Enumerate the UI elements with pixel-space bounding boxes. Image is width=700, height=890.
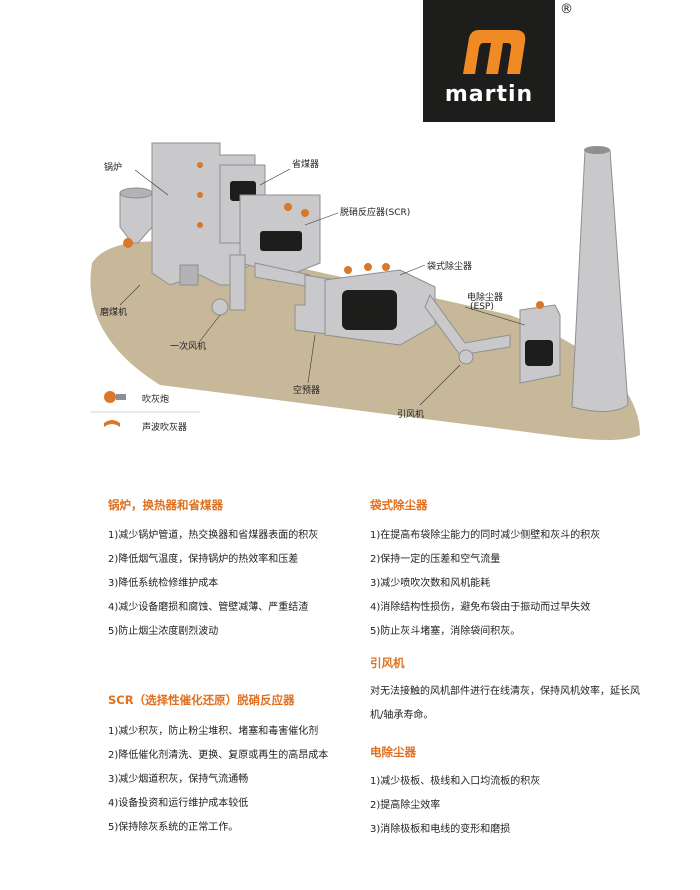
id-fan-description: 对无法接触的风机部件进行在线清灰，保持风机效率，延长风机/轴承寿命。 (370, 686, 640, 721)
boiler-section-title: 锅炉，换热器和省煤器 (108, 498, 223, 512)
label-esp: 电除尘器 (467, 293, 504, 303)
label-mill: 磨煤机 (100, 308, 128, 318)
list-item: 2)降低催化剂清洗、更换、复原或再生的高昂成本 (108, 750, 329, 761)
label-esp-abbr: (ESP) (470, 302, 494, 312)
list-item: 4)设备投资和运行维护成本较低 (108, 798, 249, 809)
scr-section-title: SCR（选择性催化还原）脱硝反应器 (108, 693, 295, 707)
label-primary-fan: 一次风机 (170, 342, 207, 352)
legend-soot-blower: 吹灰炮 (142, 395, 170, 405)
list-item: 3)降低系统检修维护成本 (108, 578, 219, 589)
list-item: 2)提高除尘效率 (370, 800, 441, 811)
label-id-fan: 引风机 (397, 410, 425, 420)
boiler-benefits-list: 1)减少锅炉管道，热交换器和省煤器表面的积灰 2)降低烟气温度，保持锅炉的热效率… (108, 524, 318, 644)
registered-mark: ® (560, 2, 573, 17)
list-item: 1)在提高布袋除尘能力的同时减少侧壁和灰斗的积灰 (370, 530, 601, 541)
legend-sonic-horn: 声波吹灰器 (142, 423, 188, 433)
chimney-top (584, 146, 610, 154)
list-item: 1)减少锅炉管道，热交换器和省煤器表面的积灰 (108, 530, 319, 541)
esp-benefits-list: 1)减少极板、极线和入口均流板的积灰 2)提高除尘效率 3)消除极板和电线的变形… (370, 770, 540, 842)
list-item: 1)减少积灰，防止粉尘堆积、堵塞和毒害催化剂 (108, 726, 319, 737)
list-item: 5)防止灰斗堵塞，消除袋间积灰。 (370, 626, 521, 637)
id-fan-wheel (458, 349, 474, 365)
label-baghouse: 袋式除尘器 (427, 262, 473, 272)
list-item: 1)减少极板、极线和入口均流板的积灰 (370, 776, 541, 787)
plant-diagram: 锅炉 省煤器 脱硝反应器(SCR) 袋式除尘器 电除尘器 (ESP) 磨煤机 一… (80, 135, 650, 455)
soot-blower-legend-icon (104, 391, 116, 403)
sonic-horn-legend-icon (104, 420, 120, 427)
label-scr: 脱硝反应器(SCR) (340, 208, 411, 218)
label-air-preheater: 空预器 (293, 386, 321, 396)
baghouse-benefits-list: 1)在提高布袋除尘能力的同时减少侧壁和灰斗的积灰 2)保持一定的压差和空气流量 … (370, 524, 600, 644)
list-item: 5)防止烟尘浓度剧烈波动 (108, 626, 219, 637)
list-item: 5)保持除灰系统的正常工作。 (108, 822, 239, 833)
scr-catalyst (260, 231, 302, 251)
list-item: 2)保持一定的压差和空气流量 (370, 554, 501, 565)
label-boiler: 锅炉 (104, 163, 123, 173)
list-item: 3)减少烟道积灰，保持气流通畅 (108, 774, 249, 785)
list-item: 3)消除极板和电线的变形和磨损 (370, 824, 511, 835)
label-economizer: 省煤器 (292, 160, 320, 170)
baghouse-bags (342, 290, 397, 330)
coal-hopper (119, 192, 153, 244)
list-item: 4)消除结构性损伤，避免布袋由于振动而过早失效 (370, 602, 591, 613)
plant-illustration (90, 142, 640, 440)
martin-logo: martin (423, 0, 555, 122)
list-item: 2)降低烟气温度，保持锅炉的热效率和压差 (108, 554, 299, 565)
baghouse-section-title: 袋式除尘器 (370, 498, 428, 512)
esp-section-title: 电除尘器 (370, 745, 416, 759)
id-duct (424, 293, 511, 356)
m-logo-mark (463, 30, 526, 74)
id-fan-section-title: 引风机 (370, 656, 405, 670)
scr-benefits-list: 1)减少积灰，防止粉尘堆积、堵塞和毒害催化剂 2)降低催化剂清洗、更换、复原或再… (108, 720, 328, 840)
chimney (571, 149, 629, 412)
list-item: 4)减少设备磨损和腐蚀、管壁减薄、严重结渣 (108, 602, 309, 613)
mill-fan (211, 298, 229, 316)
list-item: 3)减少喷吹次数和风机能耗 (370, 578, 491, 589)
brand-wordmark: martin (444, 82, 534, 107)
